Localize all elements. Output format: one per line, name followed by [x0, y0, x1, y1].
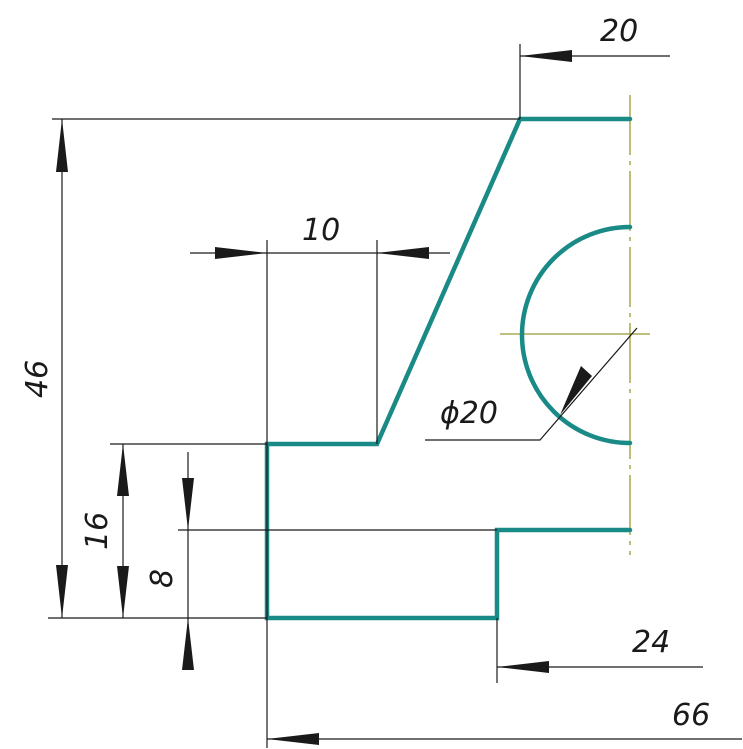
label-16: 16 [80, 512, 115, 550]
arrow-10-left [215, 247, 267, 259]
arrow-46-top [56, 119, 68, 172]
dimension-labels: 20 10 ϕ20 24 66 46 16 8 [20, 14, 710, 733]
arrow-10-right [377, 247, 429, 259]
leader-phi20 [425, 327, 638, 441]
label-10: 10 [302, 213, 340, 248]
label-20: 20 [600, 14, 638, 49]
arrow-20 [520, 50, 572, 62]
label-8: 8 [145, 569, 180, 588]
part-outline [264, 116, 633, 621]
arrow-phi20 [560, 366, 592, 415]
arrowheads [56, 50, 592, 745]
arrow-8-top [182, 478, 194, 530]
extension-lines [48, 44, 521, 748]
label-phi20: ϕ20 [440, 396, 498, 431]
arrow-16-top [117, 444, 129, 496]
hole-arc [519, 224, 633, 446]
arrow-66 [267, 733, 319, 745]
label-66: 66 [672, 698, 710, 733]
arrow-16-bottom [117, 566, 129, 618]
label-46: 46 [20, 360, 55, 398]
label-24: 24 [632, 625, 670, 660]
arrow-8-bottom [182, 618, 194, 670]
arrow-46-bottom [56, 565, 68, 618]
arrow-24 [497, 661, 549, 673]
centerlines [500, 95, 650, 555]
outline-profile [264, 116, 633, 621]
